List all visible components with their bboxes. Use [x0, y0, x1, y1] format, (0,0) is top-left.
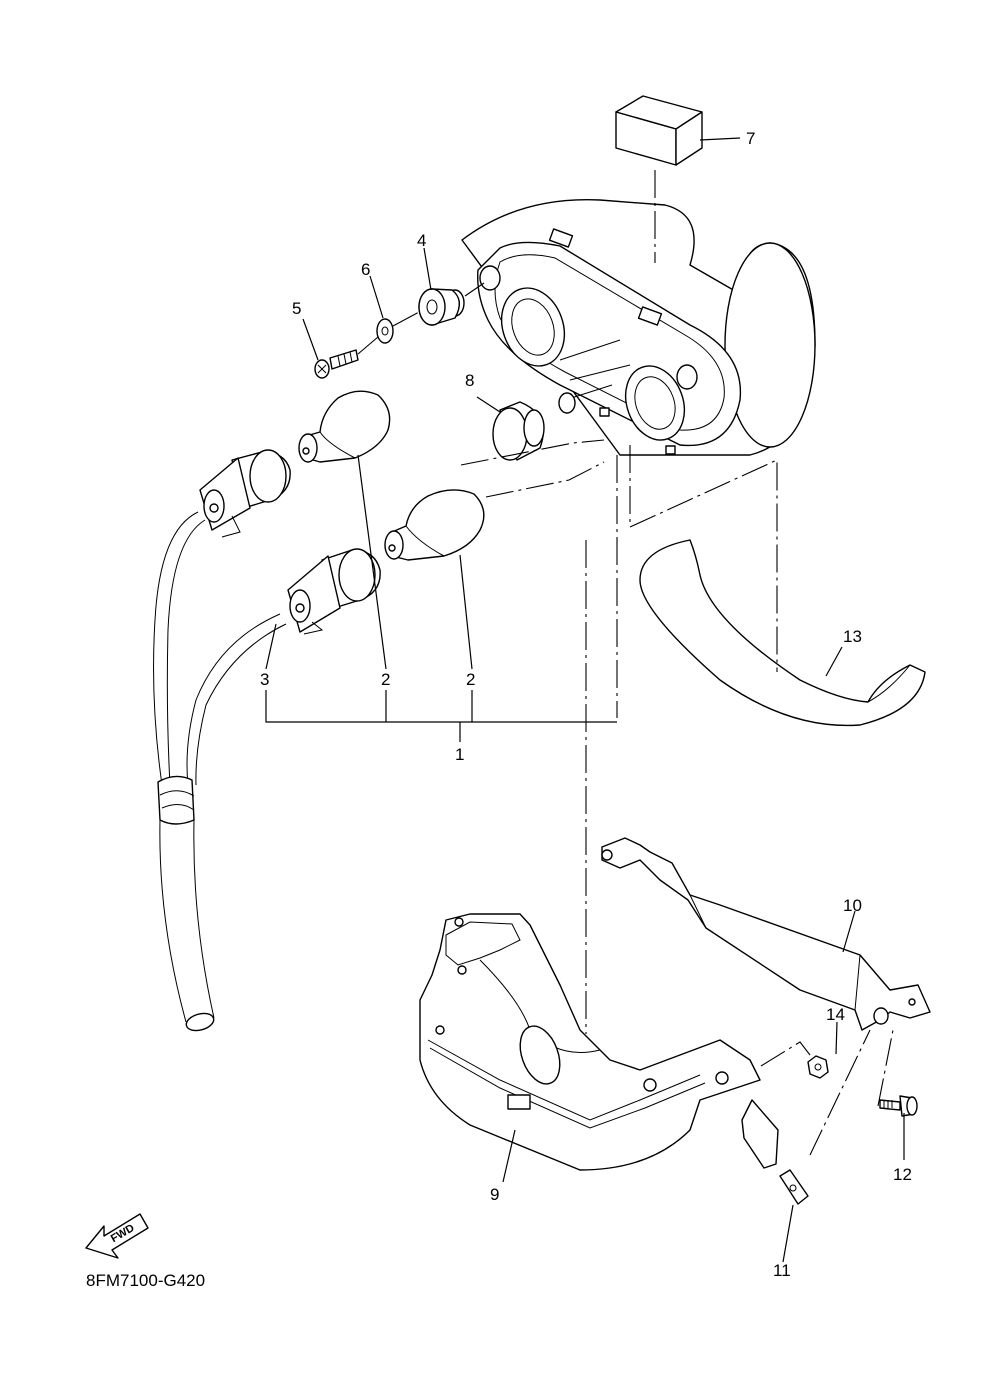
callout-10: 10: [843, 896, 862, 915]
wire-harness: [153, 511, 287, 1032]
callout-3: 3: [260, 670, 269, 689]
callout-14: 14: [826, 1005, 845, 1024]
socket-upper: [199, 449, 291, 538]
callout-9: 9: [490, 1185, 499, 1204]
lamp-housing: [461, 198, 816, 456]
callout-11: 11: [773, 1261, 791, 1280]
part-9-lower-cover: [419, 913, 761, 1171]
callout-12: 12: [893, 1165, 912, 1184]
callout-8: 8: [465, 371, 474, 390]
part-12-bolt: [879, 1095, 918, 1117]
part-10-bracket: [601, 837, 931, 1031]
part-14-nut: [807, 1055, 829, 1079]
callout-7: 7: [746, 129, 755, 148]
leader-lines: [265, 137, 905, 1263]
part-code: 8FM7100-G420: [86, 1271, 206, 1290]
callout-1: 1: [455, 745, 464, 764]
part-5-screw: [314, 349, 359, 379]
part-6-washer: [376, 318, 394, 344]
assembly-lines: [460, 170, 894, 1156]
callout-13: 13: [843, 627, 862, 646]
cover-mount-tab: [741, 1099, 779, 1169]
callout-2-left: 2: [381, 670, 390, 689]
callout-labels: 7 4 6 5 8 3 2 2 1 13 10 14 12 9 11: [260, 129, 912, 1280]
callout-6: 6: [361, 260, 370, 279]
part-4-grommet: [418, 288, 465, 326]
part-13-band: [639, 539, 926, 727]
part-11-clip-nut: [779, 1169, 809, 1205]
bulb-lower: [384, 489, 485, 561]
fwd-arrow-icon: FWD: [85, 1213, 149, 1259]
part-7-foam-block: [615, 95, 703, 166]
bulb-upper: [298, 390, 391, 463]
callout-2-right: 2: [466, 670, 475, 689]
socket-lower: [287, 548, 381, 635]
part-8-grommet: [492, 401, 545, 461]
callout-5: 5: [292, 299, 301, 318]
callout-4: 4: [417, 231, 426, 250]
